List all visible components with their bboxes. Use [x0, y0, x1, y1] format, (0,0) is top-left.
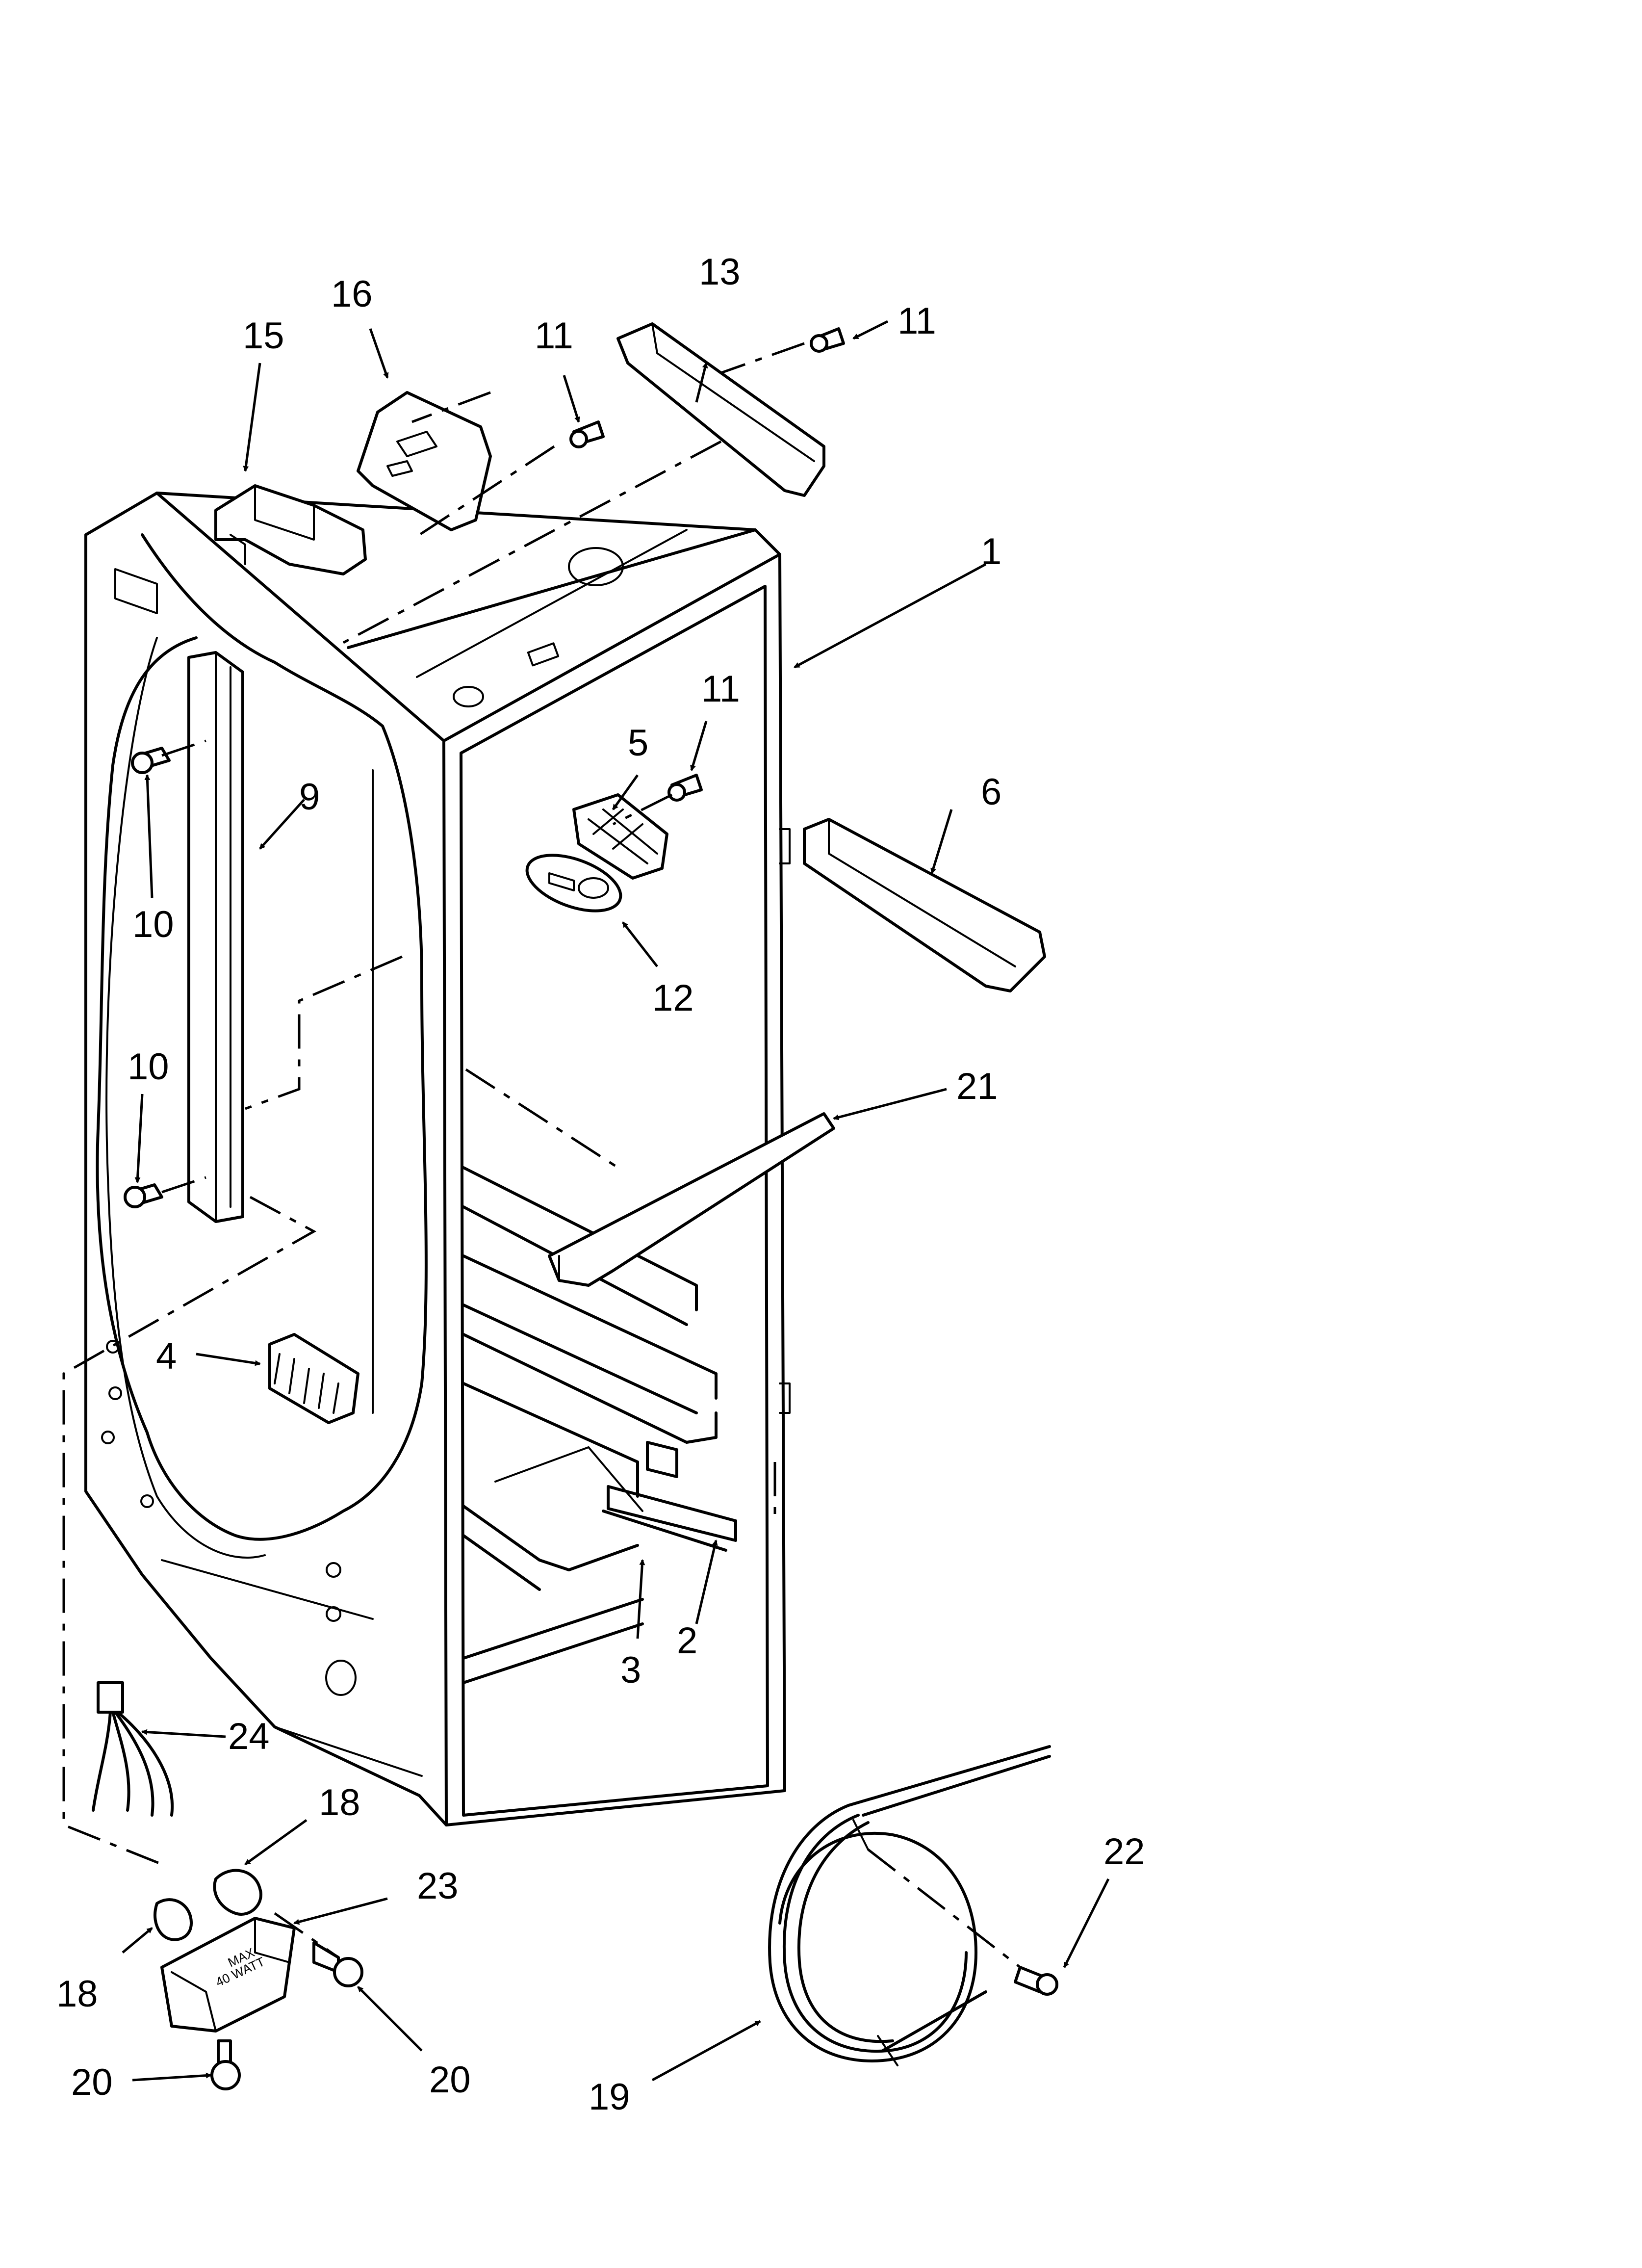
light-socket-part-23: MAX 40 WATT: [160, 1917, 296, 2033]
callout-20-left: 20: [71, 2061, 113, 2103]
callout-9: 9: [299, 776, 320, 818]
callout-19: 19: [589, 2076, 630, 2118]
callout-11-right: 11: [898, 300, 936, 342]
callout-10-top: 10: [132, 904, 174, 945]
callout-24: 24: [228, 1716, 270, 1757]
screw-part-22: [1014, 1966, 1058, 1996]
callout-11-top: 11: [535, 315, 573, 357]
callout-13: 13: [699, 251, 741, 293]
bracket-part-16: [357, 391, 492, 531]
callout-3: 3: [620, 1649, 641, 1691]
callout-18-upper: 18: [319, 1782, 360, 1824]
callout-18-lower: 18: [56, 1973, 98, 2015]
rail-part-6: [803, 818, 1046, 992]
callout-4: 4: [156, 1335, 177, 1377]
callout-16: 16: [331, 273, 373, 315]
callout-5: 5: [628, 722, 648, 764]
control-housing-part-15: [214, 484, 367, 575]
callout-10-bottom: 10: [128, 1046, 169, 1088]
callout-22: 22: [1103, 1831, 1145, 1873]
screw-part-11-c: [667, 774, 703, 802]
callout-arrows: [122, 320, 1110, 2082]
callout-15: 15: [243, 315, 284, 357]
callout-labels: 1 2 3 4 5 6 9 10 10 11 11 11 12 13 15 16…: [56, 251, 1145, 2118]
screw-part-11-a: [569, 420, 605, 448]
tubing-coil-part-19: [768, 1745, 1051, 2066]
channel-part-13: [616, 322, 825, 497]
clip-part-18-upper: [213, 1869, 262, 1916]
light-shield-part-5: [572, 793, 668, 880]
callout-6: 6: [981, 771, 1001, 813]
screw-part-20-right: [312, 1941, 363, 1987]
screw-part-10-bottom: [124, 1183, 163, 1208]
screw-part-11-b: [810, 327, 845, 353]
lens-part-12: [525, 854, 622, 912]
grille-part-4: [268, 1333, 359, 1424]
callout-11-mid: 11: [701, 668, 740, 710]
callout-23: 23: [417, 1865, 459, 1907]
assembly-lines: [62, 342, 1021, 1968]
wire-harness-part-24: [92, 1681, 174, 1817]
shelf-rail-part-9: [187, 651, 244, 1223]
callout-2: 2: [677, 1620, 697, 1662]
screw-part-10-top: [131, 747, 171, 774]
callout-20-right: 20: [429, 2059, 471, 2101]
cabinet-liner: [84, 492, 791, 1826]
crossbar-part-21: [548, 1112, 835, 1287]
clip-part-18-lower: [154, 1898, 193, 1941]
callout-21: 21: [956, 1066, 998, 1107]
callout-1: 1: [981, 531, 1001, 573]
callout-12: 12: [652, 977, 694, 1019]
screw-part-20-left: [210, 2039, 241, 2090]
